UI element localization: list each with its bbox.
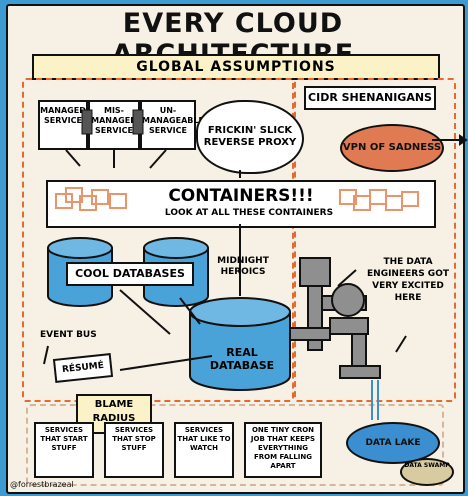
services-start-box: SERVICES THAT START STUFF xyxy=(34,422,94,478)
misc-arrows xyxy=(43,224,407,371)
data-engineers-label: THE DATA ENGINEERS GOT VERY EXCITED HERE xyxy=(367,257,449,303)
container-icons-left xyxy=(55,187,127,211)
cron-job-box: ONE TINY CRON JOB THAT KEEPS EVERYTHING … xyxy=(244,422,322,478)
water-drips xyxy=(371,380,379,420)
mis-managed-service-label: MIS-MANAGED SERVICE xyxy=(91,106,137,135)
unmanageable-service-label: UN-MANAGEABLE SERVICE xyxy=(142,106,204,135)
container-icons-right xyxy=(339,189,419,211)
data-swamp: DATA SWAMP xyxy=(400,458,454,486)
containers-title: CONTAINERS!!! xyxy=(168,186,314,206)
data-lake-label: DATA LAKE xyxy=(365,437,421,448)
author-credit: @forrestbrazeal xyxy=(10,480,74,489)
event-bus-label: EVENT BUS xyxy=(40,330,97,340)
vpn-of-sadness: VPN OF SADNESS xyxy=(340,124,444,172)
real-database-label: REAL DATABASE xyxy=(209,346,275,372)
managed-service-label: MANAGED SERVICE xyxy=(40,106,86,125)
service-box-3: UN-MANAGEABLE SERVICE xyxy=(140,100,204,150)
data-lake: DATA LAKE xyxy=(346,422,440,464)
cool-databases-label: COOL DATABASES xyxy=(66,262,194,286)
right-zone-dashed xyxy=(294,78,456,402)
arrows-to-containers xyxy=(65,134,468,178)
global-assumptions-banner: GLOBAL ASSUMPTIONS xyxy=(32,54,440,80)
pipe-machine xyxy=(289,257,381,379)
services-stop-box: SERVICES THAT STOP STUFF xyxy=(104,422,164,478)
cidr-shenanigans-box: CIDR SHENANIGANS xyxy=(304,86,436,110)
containers-subtitle: LOOK AT ALL THESE CONTAINERS xyxy=(164,208,334,218)
real-database-cylinder xyxy=(189,297,291,391)
left-zone-dashed xyxy=(22,78,294,402)
service-box-1: MANAGED SERVICE xyxy=(38,100,88,150)
vpn-label: VPN OF SADNESS xyxy=(342,142,442,153)
service-divider-icons xyxy=(81,109,144,135)
reverse-proxy-label: FRICKIN' SLICK REVERSE PROXY xyxy=(203,125,297,148)
services-watch-box: SERVICES THAT LIKE TO WATCH xyxy=(174,422,234,478)
midnight-heroics-label: MIDNIGHT HEROICS xyxy=(217,256,269,277)
reverse-proxy-cloud: FRICKIN' SLICK REVERSE PROXY xyxy=(196,100,304,174)
bottom-zone-dashed xyxy=(26,404,444,486)
